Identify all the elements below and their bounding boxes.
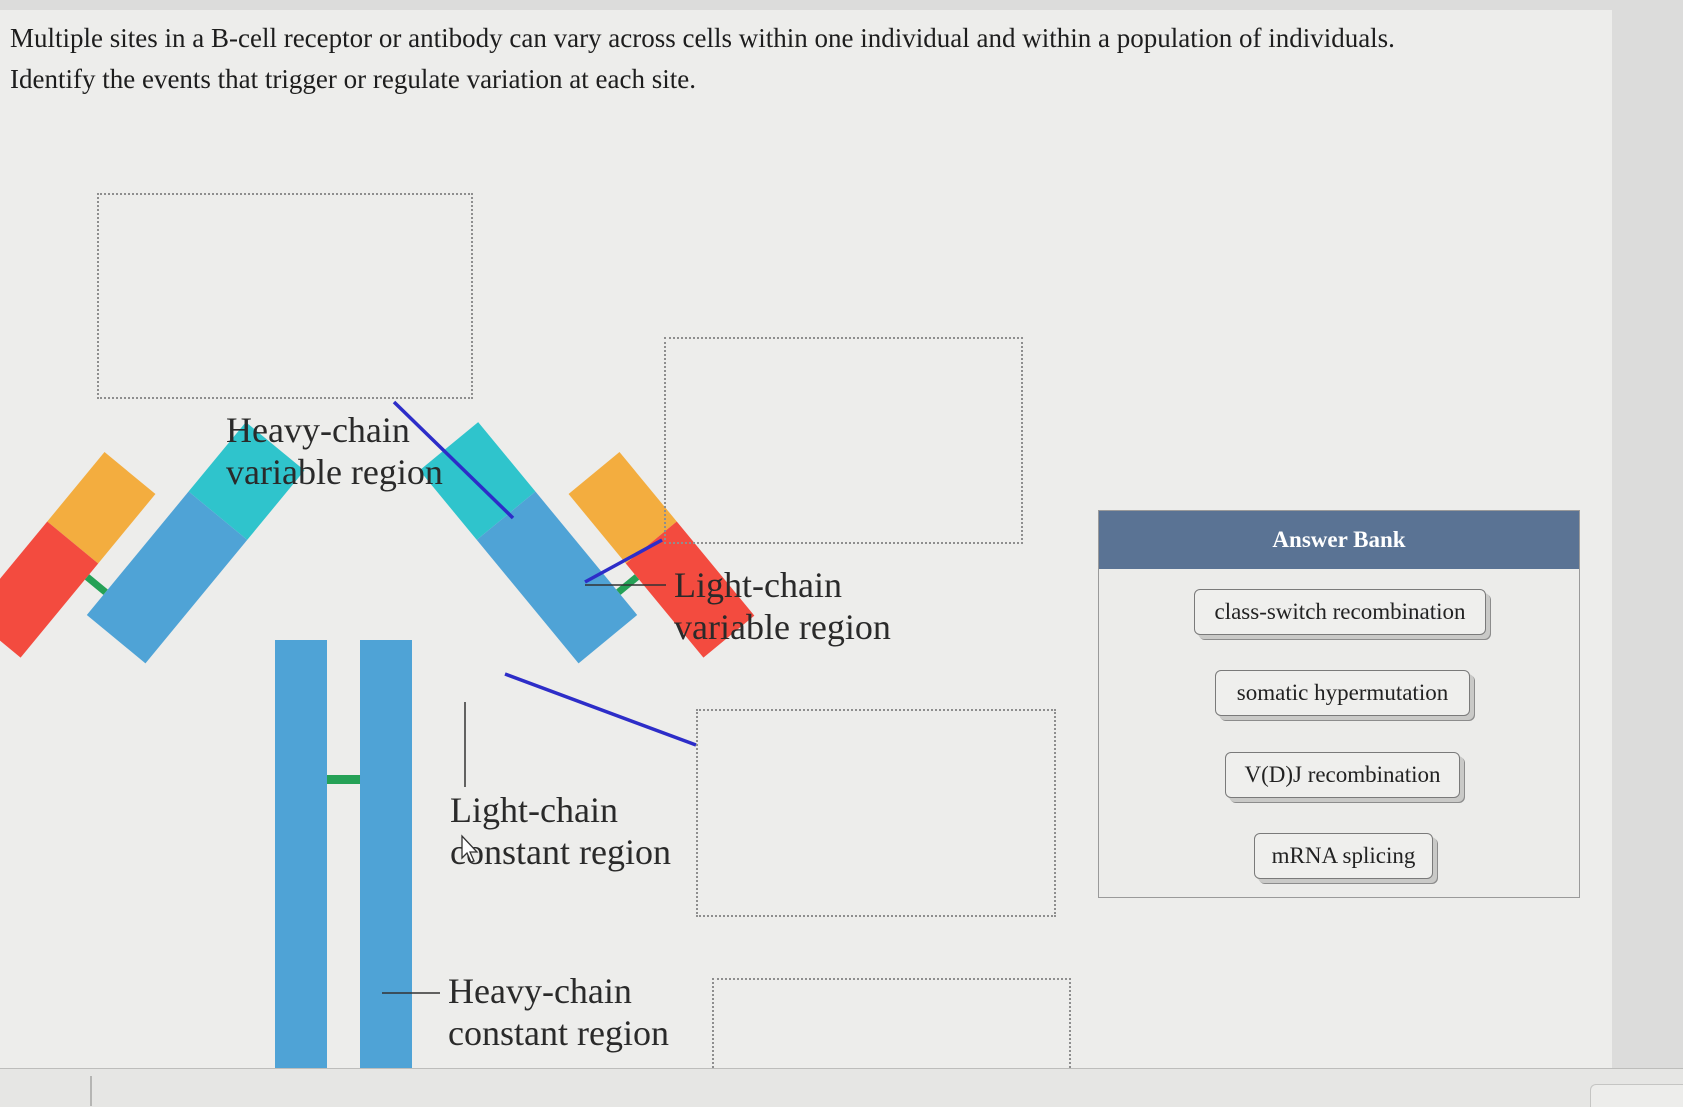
label-heavy-chain-variable-1: Heavy-chain <box>226 410 410 450</box>
hinge-disulfide-bond <box>327 775 360 784</box>
pointer-light-variable <box>584 538 663 584</box>
toolbar-button[interactable] <box>1590 1084 1683 1107</box>
mouse-cursor-icon <box>461 834 479 863</box>
question-prompt: Multiple sites in a B-cell receptor or a… <box>10 18 1610 100</box>
right-light-constant-segment <box>625 521 755 658</box>
left-disulfide-bond <box>84 574 108 595</box>
left-heavy-stem <box>275 640 327 1068</box>
bottom-toolbar <box>0 1068 1683 1107</box>
label-light-chain-constant-2: constant region <box>450 832 671 872</box>
drop-target-heavy-constant[interactable] <box>712 978 1071 1068</box>
answer-chip-class-switch-recombination[interactable]: class-switch recombination <box>1194 589 1486 635</box>
left-heavy-constant-arm <box>86 491 248 664</box>
toolbar-divider <box>90 1076 92 1106</box>
answer-chip-somatic-hypermutation[interactable]: somatic hypermutation <box>1215 670 1470 716</box>
right-light-variable-segment <box>568 452 677 564</box>
answer-bank-title: Answer Bank <box>1099 511 1579 569</box>
label-heavy-chain-variable-2: variable region <box>226 452 443 492</box>
label-light-chain-variable-2: variable region <box>674 607 891 647</box>
pointer-light-constant <box>504 672 697 747</box>
answer-bank: Answer Bank class-switch recombination s… <box>1098 510 1580 898</box>
right-heavy-constant-arm <box>476 491 638 664</box>
answer-chip-mrna-splicing[interactable]: mRNA splicing <box>1254 833 1433 879</box>
drop-target-light-variable[interactable] <box>664 337 1023 544</box>
left-light-constant-segment <box>0 521 99 658</box>
prompt-line-1: Multiple sites in a B-cell receptor or a… <box>10 23 1395 53</box>
label-light-chain-variable-1: Light-chain <box>674 565 842 605</box>
right-heavy-stem <box>360 640 412 1068</box>
drop-target-light-constant[interactable] <box>696 709 1056 917</box>
left-light-variable-segment <box>47 452 156 564</box>
label-heavy-chain-constant-1: Heavy-chain <box>448 971 632 1011</box>
left-heavy-variable-segment <box>188 422 305 540</box>
left-arm <box>0 422 305 664</box>
drop-target-heavy-variable[interactable] <box>97 193 473 399</box>
label-heavy-chain-constant-2: constant region <box>448 1013 669 1053</box>
label-light-chain-constant-1: Light-chain <box>450 790 618 830</box>
prompt-line-2: Identify the events that trigger or regu… <box>10 64 696 94</box>
pointer-heavy-variable <box>392 400 515 520</box>
answer-chip-vdj-recombination[interactable]: V(D)J recombination <box>1225 752 1460 798</box>
